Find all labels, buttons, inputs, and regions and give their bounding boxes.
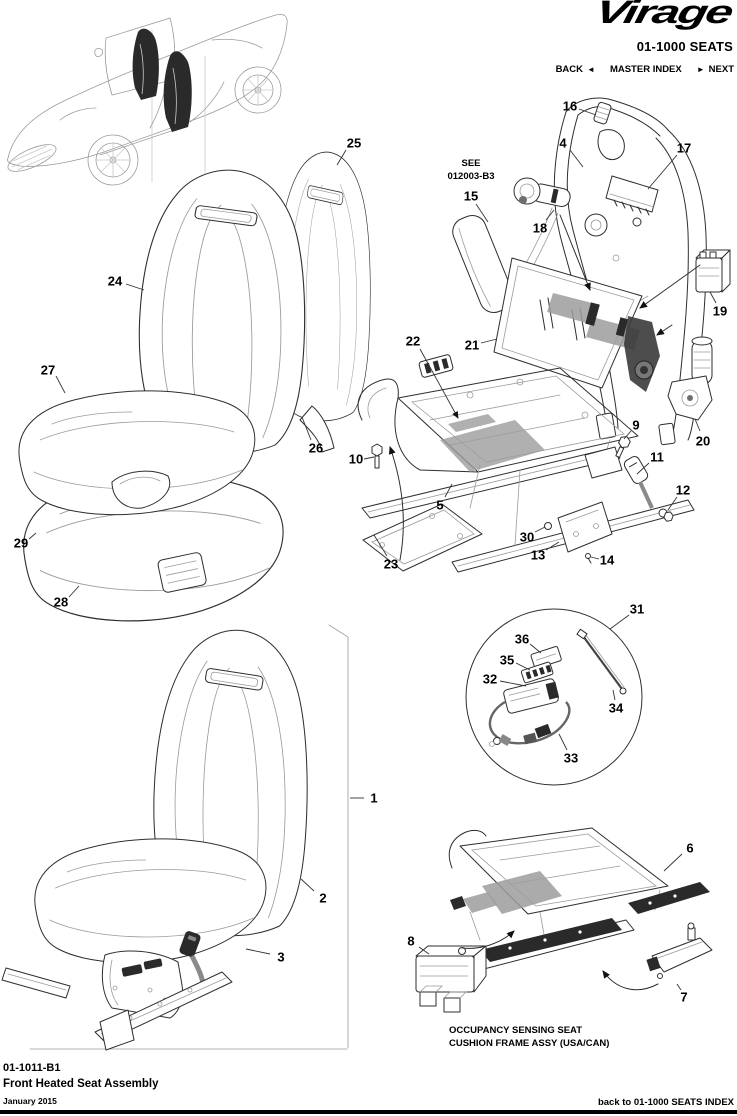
callout-27: 27	[40, 362, 56, 378]
cross-reference-line1: SEE	[461, 158, 481, 169]
callout-25: 25	[346, 135, 362, 151]
nav-bar: BACK◄ MASTER INDEX ►NEXT	[556, 64, 734, 75]
callout-6: 6	[686, 840, 694, 856]
occupancy-sensor-detail	[465, 608, 643, 786]
nav-next-link[interactable]: ►NEXT	[697, 64, 734, 75]
callout-12: 12	[675, 482, 691, 498]
callout-15: 15	[463, 188, 479, 204]
callout-31: 31	[629, 601, 645, 617]
callout-8: 8	[407, 933, 415, 949]
doc-number: 01-1011-B1	[3, 1062, 61, 1074]
seat-back-covers	[138, 151, 371, 455]
callout-7: 7	[680, 989, 688, 1005]
callout-33: 33	[563, 750, 579, 766]
occupancy-caption: OCCUPANCY SENSING SEAT CUSHION FRAME ASS…	[449, 1024, 609, 1050]
next-arrow-icon: ►	[696, 65, 705, 74]
callout-24: 24	[107, 273, 123, 289]
callout-13: 13	[530, 547, 546, 563]
section-title: 01-1000 SEATS	[636, 39, 733, 54]
car-illustration	[7, 14, 288, 186]
callout-4: 4	[559, 135, 567, 151]
callout-20: 20	[695, 433, 711, 449]
callout-22: 22	[405, 333, 421, 349]
callout-28: 28	[53, 594, 69, 610]
callout-26: 26	[308, 440, 324, 456]
callout-9: 9	[632, 417, 640, 433]
seat-cushion-frame-assembly	[357, 354, 695, 573]
callout-14: 14	[599, 552, 615, 568]
back-arrow-icon: ◄	[587, 65, 595, 74]
callout-11: 11	[650, 449, 664, 465]
bottom-rule	[0, 1110, 737, 1114]
callout-32: 32	[482, 671, 498, 687]
callout-5: 5	[436, 497, 444, 513]
callout-29: 29	[13, 535, 29, 551]
callout-35: 35	[499, 652, 515, 668]
callout-3: 3	[277, 949, 285, 965]
occupancy-caption-line1: OCCUPANCY SENSING SEAT	[449, 1025, 583, 1036]
nav-master-index-link[interactable]: MASTER INDEX	[610, 64, 682, 75]
doc-date: January 2015	[3, 1096, 57, 1106]
callout-19: 19	[712, 303, 728, 319]
callout-16: 16	[562, 98, 578, 114]
callout-34: 34	[608, 700, 624, 716]
back-to-index-link[interactable]: back to 01-1000 SEATS INDEX	[597, 1097, 734, 1108]
doc-title: Front Heated Seat Assembly	[3, 1078, 159, 1090]
callout-30: 30	[519, 529, 535, 545]
callout-2: 2	[319, 890, 327, 906]
callout-21: 21	[464, 337, 480, 353]
nav-back-link[interactable]: BACK◄	[556, 64, 595, 75]
callout-10: 10	[348, 451, 364, 467]
nav-master-label: MASTER INDEX	[609, 64, 682, 75]
callout-23: 23	[383, 556, 399, 572]
cross-reference-label: SEE 012003-B3	[436, 157, 506, 183]
seat-cushion-covers	[18, 390, 284, 622]
callout-36: 36	[514, 631, 530, 647]
occupancy-caption-line2: CUSHION FRAME ASSY (USA/CAN)	[449, 1038, 610, 1049]
callout-18: 18	[532, 220, 548, 236]
occupancy-sensing-frame-assembly	[415, 827, 713, 1013]
callout-1: 1	[370, 790, 378, 806]
cross-reference-line2: 012003-B3	[447, 171, 495, 182]
callout-17: 17	[676, 140, 692, 156]
nav-back-label: BACK	[555, 64, 584, 75]
seat-back-frame-assembly	[452, 97, 731, 446]
complete-seat-assembly	[1, 624, 349, 1051]
nav-next-label: NEXT	[708, 64, 734, 75]
